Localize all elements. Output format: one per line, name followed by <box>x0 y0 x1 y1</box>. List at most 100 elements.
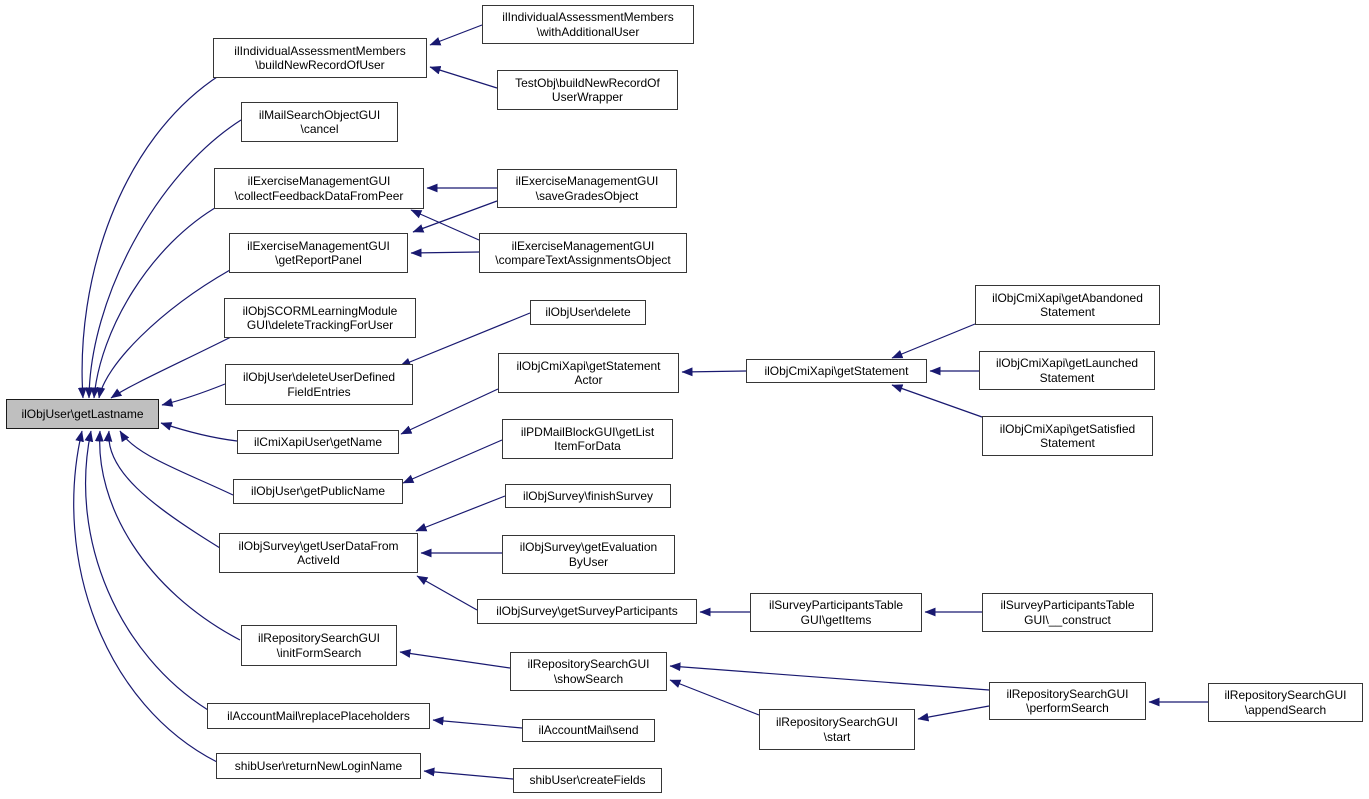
node-label-line: ilExerciseManagementGUI <box>515 174 659 188</box>
node-label-line: \start <box>823 729 851 744</box>
node-get-statement[interactable]: ilObjCmiXapi\getStatement <box>746 359 927 383</box>
node-label-line: UserWrapper <box>551 90 624 104</box>
edge-get-abandoned-get-statement <box>891 323 976 359</box>
edge-build-new-record-get-lastname <box>77 74 221 399</box>
node-label-line: Statement <box>1040 436 1095 450</box>
node-label-line: shibUser\createFields <box>529 773 646 788</box>
edge-get-report-panel-get-lastname <box>96 269 231 399</box>
node-create-fields[interactable]: shibUser\createFields <box>513 768 662 793</box>
edge-start-show-search <box>669 679 760 716</box>
node-label-line: ilIndividualAssessmentMembers <box>234 43 406 58</box>
edge-mail-cancel-get-lastname <box>84 119 242 399</box>
node-label-line: ilExerciseManagementGUI <box>247 238 390 253</box>
node-replace-placeholders[interactable]: ilAccountMail\replacePlaceholders <box>207 703 430 729</box>
node-label-line: Actor <box>574 373 603 387</box>
node-label-line: ilObjSurvey\finishSurvey <box>522 488 654 503</box>
node-label-line: ilObjCmiXapi\getStatement <box>764 363 909 378</box>
node-account-send[interactable]: ilAccountMail\send <box>522 719 655 742</box>
node-label-line: ilObjCmiXapi\getSatisfied <box>999 421 1136 436</box>
node-show-search[interactable]: ilRepositorySearchGUI\showSearch <box>510 652 667 691</box>
edge-init-form-search-get-lastname <box>94 430 241 641</box>
edge-get-user-data-get-lastname <box>103 430 221 549</box>
node-return-new-login[interactable]: shibUser\returnNewLoginName <box>216 753 421 779</box>
node-label-line: ilIndividualAssessmentMembers <box>502 10 674 24</box>
node-get-survey-participants[interactable]: ilObjSurvey\getSurveyParticipants <box>477 599 697 624</box>
edge-compare-text-get-report-panel <box>410 248 480 258</box>
node-build-new-record[interactable]: ilIndividualAssessmentMembers\buildNewRe… <box>213 38 427 78</box>
node-save-grades[interactable]: ilExerciseManagementGUI\saveGradesObject <box>497 169 677 208</box>
node-label-line: ilAccountMail\replacePlaceholders <box>227 708 410 723</box>
node-user-delete[interactable]: ilObjUser\delete <box>530 300 646 325</box>
node-label-line: \showSearch <box>553 671 624 686</box>
node-append-search[interactable]: ilRepositorySearchGUI\appendSearch <box>1208 683 1363 722</box>
node-get-public-name[interactable]: ilObjUser\getPublicName <box>233 479 403 504</box>
node-label-line: ilRepositorySearchGUI <box>257 631 381 645</box>
node-label-line: ilSurveyParticipantsTable <box>1000 598 1135 612</box>
edge-finish-survey-get-user-data <box>415 495 506 532</box>
node-init-form-search[interactable]: ilRepositorySearchGUI\initFormSearch <box>241 625 397 666</box>
node-label-line: ilObjUser\deleteUserDefined <box>242 370 396 384</box>
node-label-line: ilObjSCORMLearningModule <box>242 303 398 318</box>
node-compare-text[interactable]: ilExerciseManagementGUI\compareTextAssig… <box>479 233 687 273</box>
edge-show-search-init-form-search <box>399 649 511 669</box>
edge-get-statement-get-statement-actor <box>681 367 747 377</box>
node-label-line: ActiveId <box>297 553 340 567</box>
node-label-line: ilExerciseManagementGUI <box>511 238 655 253</box>
node-label-line: ByUser <box>568 554 609 569</box>
node-label-line: \buildNewRecordOfUser <box>255 58 385 72</box>
node-label-line: ilRepositorySearchGUI <box>1224 688 1347 702</box>
node-get-report-panel[interactable]: ilExerciseManagementGUI\getReportPanel <box>229 233 408 273</box>
edge-save-grades-get-report-panel <box>412 200 498 233</box>
edge-with-additional-user-build-new-record <box>429 24 483 46</box>
edge-get-public-name-get-lastname <box>119 430 234 496</box>
node-label-line: \getReportPanel <box>275 253 362 267</box>
node-label-line: TestObj\buildNewRecordOf <box>515 75 660 90</box>
edge-return-new-login-get-lastname <box>73 430 218 763</box>
edge-get-satisfied-get-statement <box>891 384 983 418</box>
node-label-line: ilObjUser\getPublicName <box>250 484 386 499</box>
node-collect-feedback[interactable]: ilExerciseManagementGUI\collectFeedbackD… <box>214 168 424 209</box>
edge-scorm-delete-tracking-get-lastname <box>110 335 234 399</box>
node-finish-survey[interactable]: ilObjSurvey\finishSurvey <box>505 484 671 508</box>
node-label-line: ilExerciseManagementGUI <box>247 174 391 188</box>
node-label-line: ilObjCmiXapi\getLaunched <box>995 356 1139 370</box>
node-label-line: Statement <box>1040 305 1095 319</box>
node-label-line: ilObjUser\delete <box>545 305 631 320</box>
node-label-line: shibUser\returnNewLoginName <box>234 758 403 773</box>
node-label-line: ilRepositorySearchGUI <box>775 715 899 729</box>
node-label-line: ilRepositorySearchGUI <box>527 657 650 671</box>
edge-get-survey-participants-get-user-data <box>416 575 478 611</box>
node-label-line: FieldEntries <box>287 384 351 399</box>
node-label-line: ilPDMailBlockGUI\getList <box>520 424 655 439</box>
node-label-line: ilAccountMail\send <box>538 723 639 738</box>
node-mail-cancel[interactable]: ilMailSearchObjectGUI\cancel <box>241 102 398 142</box>
node-cmixapi-get-name[interactable]: ilCmiXapiUser\getName <box>237 430 399 454</box>
edge-compare-text-collect-feedback <box>410 209 480 241</box>
edge-create-fields-return-new-login <box>423 767 514 780</box>
node-get-lastname: ilObjUser\getLastname <box>6 399 159 429</box>
node-label-line: GUI\deleteTrackingForUser <box>246 318 394 332</box>
node-label-line: ItemForData <box>554 439 621 453</box>
node-start[interactable]: ilRepositorySearchGUI\start <box>759 709 915 750</box>
edge-perform-search-show-search <box>669 662 990 691</box>
edge-collect-feedback-get-lastname <box>90 204 221 399</box>
node-label-line: ilObjSurvey\getUserDataFrom <box>238 538 399 553</box>
node-with-additional-user[interactable]: ilIndividualAssessmentMembers\withAdditi… <box>482 5 694 44</box>
node-perform-search[interactable]: ilRepositorySearchGUI\performSearch <box>989 682 1146 720</box>
node-label-line: ilRepositorySearchGUI <box>1006 686 1129 701</box>
node-label-line: \initFormSearch <box>276 645 362 660</box>
node-label-line: ilObjSurvey\getEvaluation <box>519 540 658 554</box>
